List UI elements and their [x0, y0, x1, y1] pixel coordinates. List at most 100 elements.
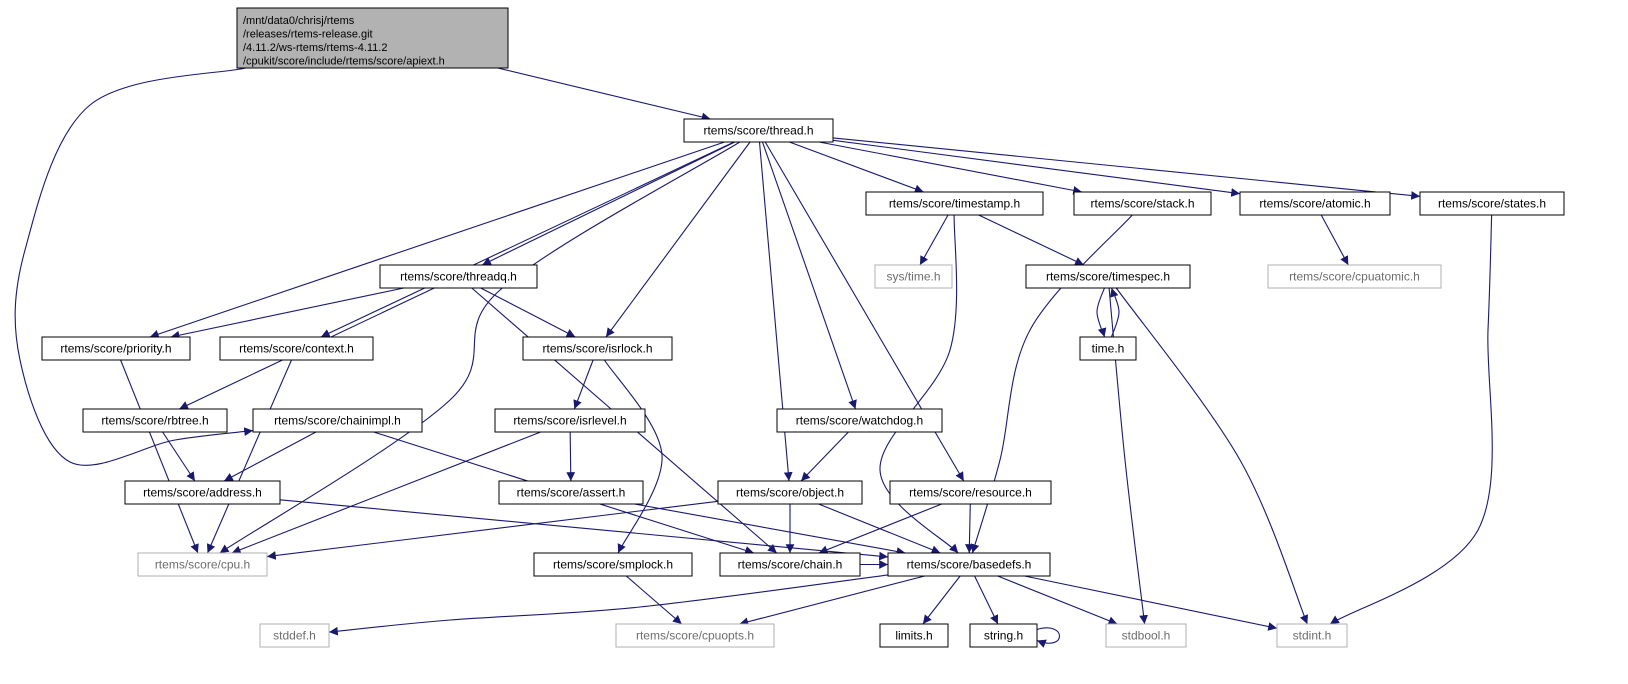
include-edge-thread-isrlock: [605, 141, 751, 338]
graph-node-chain[interactable]: rtems/score/chain.h: [719, 552, 861, 577]
node-label-systime: sys/time.h: [886, 270, 940, 284]
graph-node-limits[interactable]: limits.h: [879, 623, 949, 648]
include-edge-resource-basedefs: [965, 503, 974, 554]
graph-node-stddef: stddef.h: [259, 623, 330, 648]
include-edge-assert-basedefs: [634, 503, 906, 556]
node-box-threadq[interactable]: [379, 264, 538, 289]
include-edge-stack-basedefs: [970, 214, 1133, 554]
include-edge-timespec-stdint: [1115, 287, 1309, 625]
node-box-chainimpl[interactable]: [252, 408, 423, 433]
graph-node-basedefs[interactable]: rtems/score/basedefs.h: [887, 552, 1051, 577]
node-label-string: string.h: [984, 629, 1023, 643]
include-edge-thread-timestamp: [789, 141, 924, 194]
include-edge-thread-atomic: [832, 139, 1241, 197]
node-box-isrlevel[interactable]: [494, 408, 646, 433]
graph-node-address[interactable]: rtems/score/address.h: [124, 480, 281, 505]
node-box-stdbool: [1105, 623, 1187, 648]
include-edge-address-basedefs: [279, 499, 889, 561]
include-edge-thread-watchdog: [761, 141, 857, 410]
include-edge-watchdog-object: [800, 431, 849, 482]
graph-node-string[interactable]: string.h: [969, 623, 1038, 648]
node-box-limits[interactable]: [879, 623, 949, 648]
include-edge-atomic-cpuatomic: [1320, 214, 1349, 266]
graph-node-timestamp[interactable]: rtems/score/timestamp.h: [865, 191, 1044, 216]
node-box-address[interactable]: [124, 480, 281, 505]
graph-node-threadq[interactable]: rtems/score/threadq.h: [379, 264, 538, 289]
node-box-context[interactable]: [219, 336, 374, 361]
graph-node-timespec[interactable]: rtems/score/timespec.h: [1025, 264, 1191, 289]
graph-node-stack[interactable]: rtems/score/stack.h: [1073, 191, 1212, 216]
node-box-stack[interactable]: [1073, 191, 1212, 216]
graph-node-context[interactable]: rtems/score/context.h: [219, 336, 374, 361]
include-edge-object-cpu: [266, 500, 719, 560]
graph-node-assert[interactable]: rtems/score/assert.h: [498, 480, 644, 505]
node-box-chain[interactable]: [719, 552, 861, 577]
include-edge-chainimpl-address: [223, 431, 317, 482]
node-box-systime: [874, 264, 953, 289]
node-label-stdbool: stdbool.h: [1122, 629, 1171, 643]
graph-node-cpuatomic: rtems/score/cpuatomic.h: [1267, 264, 1442, 289]
include-edge-threadq-isrlock: [480, 287, 576, 338]
graph-node-chainimpl[interactable]: rtems/score/chainimpl.h: [252, 408, 423, 433]
node-label-apiext: /mnt/data0/chrisj/rtems/releases/rtems-r…: [243, 15, 445, 68]
include-edge-threadq-priority: [170, 287, 404, 340]
graph-node-watchdog[interactable]: rtems/score/watchdog.h: [776, 408, 943, 433]
node-box-resource[interactable]: [889, 480, 1052, 505]
graph-node-cpu: rtems/score/cpu.h: [137, 552, 268, 577]
node-box-rbtree[interactable]: [82, 408, 228, 433]
node-box-isrlock[interactable]: [522, 336, 673, 361]
include-edge-basedefs-limits: [922, 575, 961, 625]
include-edge-timestamp-timespec: [978, 214, 1085, 266]
include-edge-states-stdint: [1329, 214, 1493, 625]
graph-node-priority[interactable]: rtems/score/priority.h: [41, 336, 191, 361]
include-edge-isrlevel-cpu: [231, 431, 541, 554]
include-edge-thread-states: [832, 137, 1421, 200]
graph-node-resource[interactable]: rtems/score/resource.h: [889, 480, 1052, 505]
graph-node-atomic[interactable]: rtems/score/atomic.h: [1239, 191, 1391, 216]
node-box-object[interactable]: [717, 480, 863, 505]
graph-node-smplock[interactable]: rtems/score/smplock.h: [533, 552, 693, 577]
node-box-timestamp[interactable]: [865, 191, 1044, 216]
graph-node-isrlevel[interactable]: rtems/score/isrlevel.h: [494, 408, 646, 433]
graph-node-time[interactable]: time.h: [1079, 336, 1137, 361]
include-edge-time-timespec: [1109, 287, 1120, 338]
node-label-stdint: stdint.h: [1293, 629, 1332, 643]
include-edge-basedefs-stdint: [1024, 575, 1278, 631]
node-box-states[interactable]: [1419, 191, 1565, 216]
node-box-watchdog[interactable]: [776, 408, 943, 433]
graph-node-rbtree[interactable]: rtems/score/rbtree.h: [82, 408, 228, 433]
node-label-smplock: rtems/score/smplock.h: [553, 558, 673, 572]
node-box-smplock[interactable]: [533, 552, 693, 577]
node-box-priority[interactable]: [41, 336, 191, 361]
node-box-thread[interactable]: [683, 118, 834, 143]
graph-node-apiext: /mnt/data0/chrisj/rtems/releases/rtems-r…: [236, 7, 509, 69]
node-box-assert[interactable]: [498, 480, 644, 505]
include-edge-basedefs-cpuopts: [739, 575, 925, 627]
node-label-address: rtems/score/address.h: [143, 486, 262, 500]
graph-node-stdbool: stdbool.h: [1105, 623, 1187, 648]
node-label-priority: rtems/score/priority.h: [60, 342, 171, 356]
node-box-time[interactable]: [1079, 336, 1137, 361]
node-label-thread: rtems/score/thread.h: [703, 124, 813, 138]
graph-node-thread[interactable]: rtems/score/thread.h: [683, 118, 834, 143]
graph-nodes: /mnt/data0/chrisj/rtems/releases/rtems-r…: [41, 7, 1565, 648]
node-box-string[interactable]: [969, 623, 1038, 648]
node-box-timespec[interactable]: [1025, 264, 1191, 289]
include-edge-apiext-thread: [497, 67, 711, 122]
graph-node-object[interactable]: rtems/score/object.h: [717, 480, 863, 505]
graph-node-states[interactable]: rtems/score/states.h: [1419, 191, 1565, 216]
node-label-stack: rtems/score/stack.h: [1090, 197, 1194, 211]
graph-node-isrlock[interactable]: rtems/score/isrlock.h: [522, 336, 673, 361]
graph-node-stdint: stdint.h: [1276, 623, 1348, 648]
include-edge-timespec-time: [1096, 287, 1107, 338]
include-edge-thread-context: [320, 141, 735, 338]
node-box-basedefs[interactable]: [887, 552, 1051, 577]
node-label-time: time.h: [1092, 342, 1125, 356]
include-edge-thread-priority: [149, 141, 725, 339]
node-label-timespec: rtems/score/timespec.h: [1046, 270, 1170, 284]
include-edge-priority-cpu: [120, 359, 199, 554]
include-edge-resource-chain: [818, 503, 942, 554]
include-edge-string-string: [1036, 627, 1061, 648]
node-box-atomic[interactable]: [1239, 191, 1391, 216]
